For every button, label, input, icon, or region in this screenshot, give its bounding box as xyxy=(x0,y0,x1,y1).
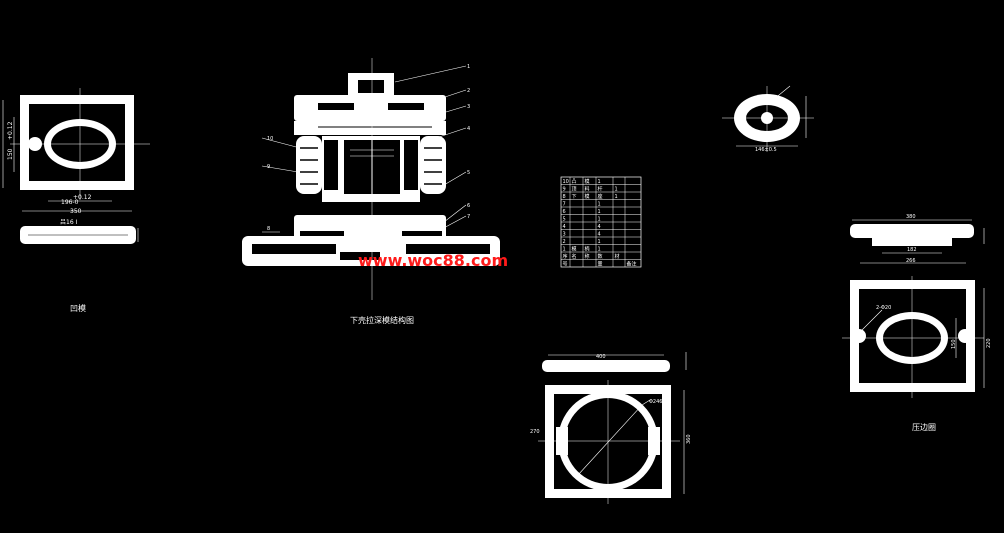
bom-cell-r1-c3: 杆 xyxy=(598,186,603,193)
watermark: www.woc88.com xyxy=(358,251,508,270)
bottom-dim-top: 400 xyxy=(596,354,606,360)
bom-cell-r2-c4: 1 xyxy=(615,194,618,200)
left-dim-height-tol: +0.12 xyxy=(7,121,14,140)
part-number-9: 9 xyxy=(267,164,270,170)
lower-die-base xyxy=(242,236,500,266)
bom-cell-r8-c0: 2 xyxy=(563,239,566,245)
part-number-6: 6 xyxy=(467,203,470,209)
bom-cell-r1-c1: 顶 xyxy=(572,187,577,193)
bom-cell-r9-c0: 1 xyxy=(563,247,566,253)
bom-cell-r10-c1: 名 xyxy=(572,253,577,260)
bom-cell-r9-c1: 模 xyxy=(572,246,577,253)
bom-cell-r1-c2: 料 xyxy=(585,186,590,193)
bom-cell-r3-c3: 1 xyxy=(598,202,601,208)
bom-cell-r7-c0: 3 xyxy=(563,232,566,238)
bom-cell-r2-c2: 模 xyxy=(585,193,590,200)
right-plate-top-strip xyxy=(850,224,974,238)
bom-cell-r2-c3: 座 xyxy=(598,193,603,200)
bom-cell-r9-c3: 1 xyxy=(598,247,601,253)
bom-cell-r11-c5: 备注 xyxy=(627,261,637,268)
bom-cell-r4-c3: 1 xyxy=(598,209,601,215)
part-number-5: 5 xyxy=(467,170,470,176)
bom-cell-r9-c2: 柄 xyxy=(585,246,590,253)
bom-cell-r2-c0: 8 xyxy=(563,194,566,200)
bom-cell-r1-c4: 1 xyxy=(615,187,618,193)
bom-cell-r11-c3: 量 xyxy=(598,261,603,268)
right-dim-side2: 150 xyxy=(951,339,957,349)
left-plate-caption: 凹模 xyxy=(70,303,86,313)
right-plate-pin-right xyxy=(958,329,972,343)
assembly-caption: 下壳拉深模结构图 xyxy=(350,315,414,325)
left-dim-inner-tol: +0.12 xyxy=(73,194,92,201)
bom-cell-r0-c1: 凸 xyxy=(572,179,577,185)
part-number-3: 3 xyxy=(467,104,470,110)
bom-cell-r6-c3: 4 xyxy=(598,224,601,230)
bom-cell-r11-c0: 号 xyxy=(563,262,568,268)
right-spring xyxy=(420,136,446,194)
bom-cell-r10-c4: 材 xyxy=(615,253,620,260)
bom-cell-r1-c0: 9 xyxy=(563,187,566,193)
left-dim-inner: 196-0 xyxy=(61,199,79,206)
bom-cell-r0-c3: 1 xyxy=(598,179,601,185)
right-plate-caption: 压边圈 xyxy=(912,422,936,432)
part-number-4: 4 xyxy=(467,126,470,132)
part-number-1: 1 xyxy=(467,64,470,70)
bottom-dim-left: 270 xyxy=(530,429,540,435)
bom-cell-r0-c0: 10 xyxy=(563,179,569,185)
right-dim-hole: 2-Φ20 xyxy=(876,305,891,311)
bom-cell-r2-c1: 下 xyxy=(572,194,577,200)
bom-cell-r4-c0: 6 xyxy=(563,209,566,215)
left-dim-thickness: 吕16 I xyxy=(60,219,78,226)
bottom-plate-top-strip xyxy=(542,360,670,372)
bom-cell-r10-c0: 序 xyxy=(563,253,568,260)
left-dim-width: 350 xyxy=(70,208,82,215)
left-die-plate-view: 150 +0.12 +0.12 196-0 350 吕16 I 凹模 xyxy=(2,88,150,313)
assembly-view: 1 2 3 4 5 6 7 8 9 10 下壳拉深模结构图 xyxy=(242,58,500,325)
round-part-dim: 146±0.5 xyxy=(755,147,777,153)
right-dim-mid: 182 xyxy=(907,247,917,253)
right-dim-bottom: 266 xyxy=(906,258,916,264)
part-number-8: 8 xyxy=(267,226,270,232)
right-plate-view: 380 182 266 2-Φ20 150 220 压边圈 xyxy=(842,214,992,432)
bottom-plate-view: 400 Φ246 270 360 xyxy=(530,352,692,504)
part-number-2: 2 xyxy=(467,88,470,94)
right-dim-side1: 220 xyxy=(986,338,992,348)
bom-cell-r0-c2: 模 xyxy=(585,178,590,185)
right-plate-pin-left xyxy=(852,329,866,343)
bom-cell-r3-c0: 7 xyxy=(563,202,566,208)
left-dim-height: 150 xyxy=(7,148,14,160)
bom-cell-r6-c0: 4 xyxy=(563,224,566,230)
bom-cell-r10-c3: 数 xyxy=(598,253,603,260)
bom-cell-r5-c3: 1 xyxy=(598,217,601,223)
round-part-view: 146±0.5 xyxy=(722,85,814,153)
part-number-7: 7 xyxy=(467,214,470,220)
bottom-dim-diameter: Φ246 xyxy=(649,399,662,405)
part-number-10: 10 xyxy=(267,136,273,142)
upper-ring xyxy=(294,121,446,135)
upper-die-block xyxy=(294,95,446,121)
right-dim-top: 380 xyxy=(906,214,916,220)
bom-cell-r7-c3: 4 xyxy=(598,232,601,238)
bottom-dim-height: 360 xyxy=(686,434,692,444)
left-spring xyxy=(296,136,322,194)
bom-cell-r5-c0: 5 xyxy=(563,217,566,223)
bom-cell-r10-c2: 称 xyxy=(585,253,590,260)
bom-cell-r8-c3: 1 xyxy=(598,239,601,245)
